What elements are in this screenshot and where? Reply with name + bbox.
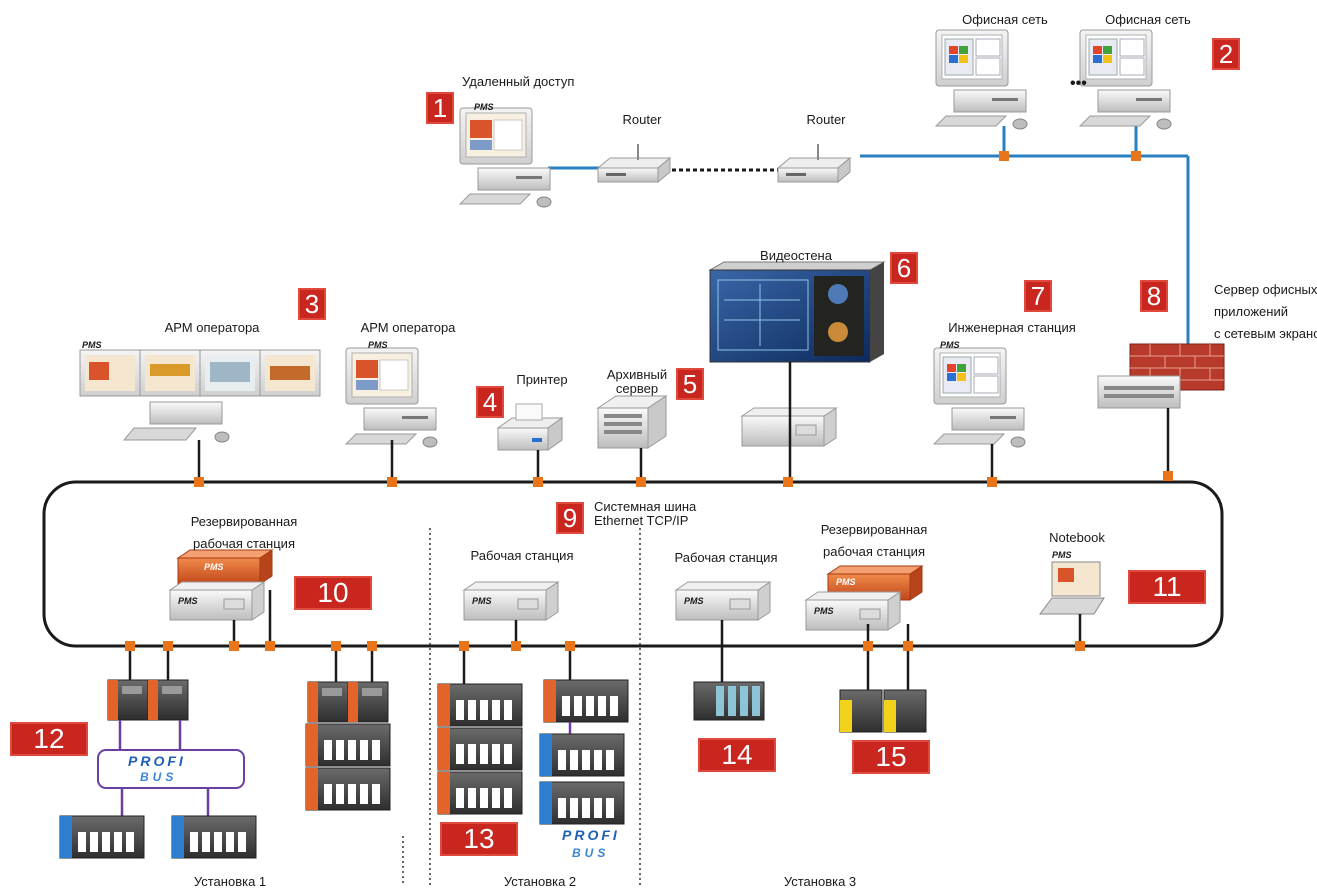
plc-cpu-3-icon bbox=[307, 681, 349, 723]
badge-1: 1 bbox=[426, 92, 454, 124]
pms-logo-redundant-2: PMS bbox=[836, 577, 856, 587]
profibus-logo-bottom-2: BUS bbox=[572, 846, 610, 860]
badge-10: 10 bbox=[294, 576, 372, 610]
io-rack-5-icon bbox=[437, 683, 523, 727]
badge-13: 13 bbox=[440, 822, 518, 856]
pms-logo-operator-1: PMS bbox=[82, 340, 102, 350]
label-redundant-ws-1-a: Резервированная bbox=[190, 514, 298, 529]
profibus-segment-frame bbox=[97, 749, 245, 789]
badge-3: 3 bbox=[298, 288, 326, 320]
badge-11: 11 bbox=[1128, 570, 1206, 604]
archive-server-icon bbox=[596, 395, 668, 449]
label-office-server-1: Сервер офисных bbox=[1214, 282, 1317, 297]
label-bus-2: Ethernet TCP/IP bbox=[594, 513, 689, 528]
label-video-wall: Видеостена bbox=[760, 248, 832, 263]
pms-logo-remote: PMS bbox=[474, 102, 494, 112]
label-archive-1: Архивный bbox=[606, 367, 668, 382]
badge-2: 2 bbox=[1212, 38, 1240, 70]
pms-logo-redundant-1b: PMS bbox=[178, 596, 198, 606]
io-rack-8-icon bbox=[543, 679, 629, 723]
io-rack-7-icon bbox=[437, 771, 523, 815]
profibus-logo-top-2: PROFI bbox=[562, 827, 620, 843]
io-rack-1-icon bbox=[59, 815, 145, 859]
badge-8: 8 bbox=[1140, 280, 1168, 312]
video-wall-icon bbox=[708, 261, 886, 363]
pms-logo-ws-2: PMS bbox=[684, 596, 704, 606]
operator-station-2-monitor-icon bbox=[345, 347, 438, 448]
badge-4: 4 bbox=[476, 386, 504, 418]
badge-14: 14 bbox=[698, 738, 776, 772]
label-workstation-2: Рабочая станция bbox=[674, 550, 778, 565]
badge-5: 5 bbox=[676, 368, 704, 400]
pms-logo-redundant-2b: PMS bbox=[814, 606, 834, 616]
pms-logo-notebook: PMS bbox=[1052, 550, 1072, 560]
field-drops bbox=[128, 620, 910, 690]
label-install-1: Установка 1 bbox=[193, 874, 267, 889]
plc-cpu-2-icon bbox=[147, 679, 189, 721]
profibus-links-1 bbox=[118, 720, 210, 816]
label-router-left: Router bbox=[622, 112, 662, 127]
badge-6: 6 bbox=[890, 252, 918, 284]
label-office-net-1: Офисная сеть bbox=[962, 12, 1048, 27]
label-redundant-ws-2-b: рабочая станция bbox=[823, 544, 925, 559]
badge-12: 12 bbox=[10, 722, 88, 756]
engineering-station-monitor-icon bbox=[933, 347, 1026, 448]
operator-station-1-monitors-icon bbox=[79, 349, 321, 443]
label-engineering: Инженерная станция bbox=[948, 320, 1076, 335]
label-notebook: Notebook bbox=[1049, 530, 1105, 545]
label-archive-2: сервер bbox=[615, 381, 659, 396]
redundant-plc-icon bbox=[839, 689, 927, 733]
io-rack-10-icon bbox=[539, 781, 625, 825]
office-pc-2-monitor-icon bbox=[1079, 29, 1172, 130]
io-rack-9-icon bbox=[539, 733, 625, 777]
label-printer: Принтер bbox=[516, 372, 568, 387]
system-bus-ring bbox=[42, 480, 1224, 648]
router-left-icon bbox=[597, 143, 671, 183]
io-rack-4-icon bbox=[305, 767, 391, 811]
io-rack-3-icon bbox=[305, 723, 391, 767]
profibus-logo-top-1: PROFI bbox=[128, 753, 186, 769]
pms-logo-redundant-1: PMS bbox=[204, 562, 224, 572]
pms-logo-operator-2: PMS bbox=[368, 340, 388, 350]
printer-icon bbox=[496, 403, 564, 451]
io-rack-6-icon bbox=[437, 727, 523, 771]
label-bus-1: Системная шина bbox=[594, 499, 697, 514]
pms-logo-ws-1: PMS bbox=[472, 596, 492, 606]
office-pc-1-monitor-icon bbox=[935, 29, 1028, 130]
label-install-3: Установка 3 bbox=[783, 874, 857, 889]
notebook-icon bbox=[1039, 561, 1105, 615]
pms-logo-engineering: PMS bbox=[940, 340, 960, 350]
label-redundant-ws-1-b: рабочая станция bbox=[193, 536, 295, 551]
label-office-net-2: Офисная сеть bbox=[1105, 12, 1191, 27]
label-install-2: Установка 2 bbox=[503, 874, 577, 889]
io-rack-2-icon bbox=[171, 815, 257, 859]
s7-rack-icon bbox=[693, 681, 765, 721]
badge-9: 9 bbox=[556, 502, 584, 534]
label-router-right: Router bbox=[806, 112, 846, 127]
remote-access-monitor-icon bbox=[459, 107, 552, 208]
badge-7: 7 bbox=[1024, 280, 1052, 312]
label-redundant-ws-2-a: Резервированная bbox=[820, 522, 928, 537]
profibus-logo-bottom-1: BUS bbox=[140, 770, 178, 784]
router-right-icon bbox=[777, 143, 851, 183]
label-office-server-3: с сетевым экраном bbox=[1214, 326, 1317, 341]
badge-15: 15 bbox=[852, 740, 930, 774]
top-device-drops bbox=[197, 362, 1170, 482]
plc-cpu-1-icon bbox=[107, 679, 149, 721]
label-arm-operator-2: АРМ оператора bbox=[360, 320, 456, 335]
firewall-server-icon bbox=[1097, 343, 1225, 409]
label-office-server-2: приложений bbox=[1214, 304, 1288, 319]
label-remote-access: Удаленный доступ bbox=[462, 74, 575, 89]
redundant-ws-1-primary-icon bbox=[177, 549, 273, 585]
plc-cpu-4-icon bbox=[347, 681, 389, 723]
label-ellipsis: ••• bbox=[1070, 75, 1087, 92]
label-workstation-1: Рабочая станция bbox=[470, 548, 574, 563]
label-arm-operator-1: АРМ оператора bbox=[164, 320, 260, 335]
